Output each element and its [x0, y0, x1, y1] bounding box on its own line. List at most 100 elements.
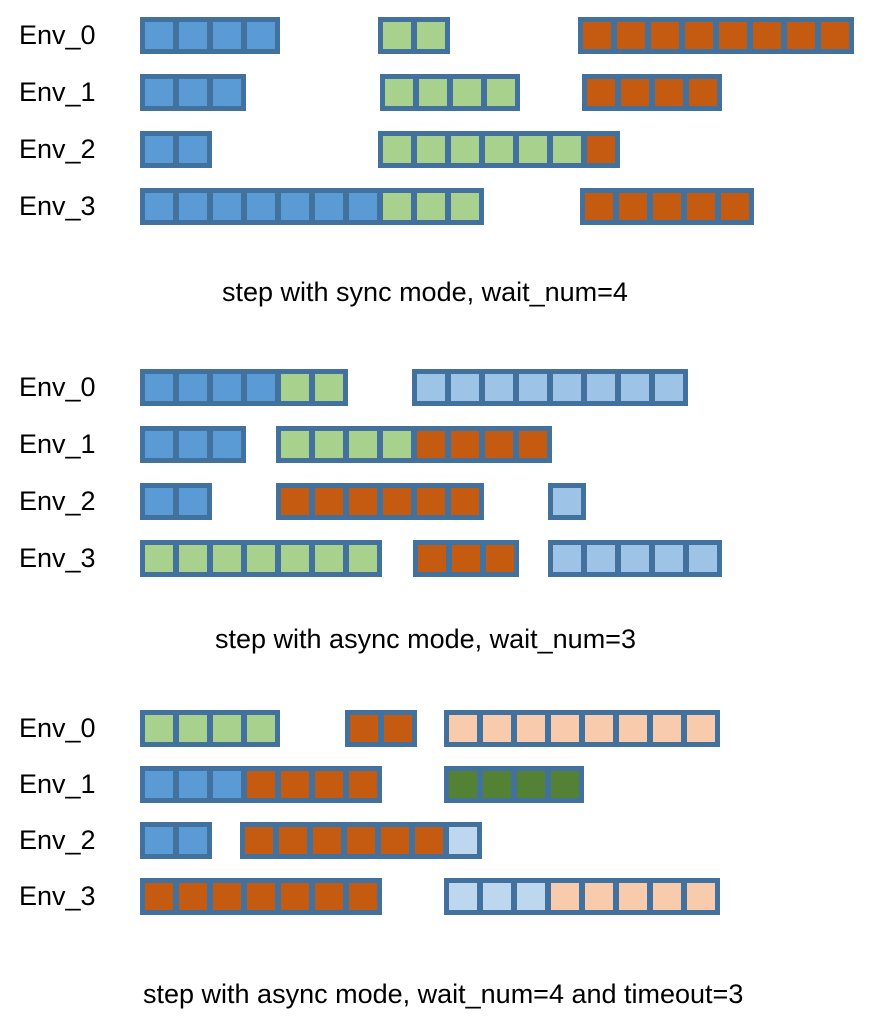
timeline-cell-orange — [587, 79, 615, 106]
timeline-cell-orange — [655, 79, 683, 106]
timeline-cell-peach — [653, 715, 681, 742]
timeline-cell-blue — [145, 193, 173, 220]
timeline-cell-orange — [145, 883, 173, 910]
timeline-bar — [548, 483, 586, 520]
timeline-cell-orange — [315, 883, 343, 910]
timeline-cell-green — [451, 193, 479, 220]
timeline-cell-orange — [417, 488, 445, 515]
timeline-cell-green — [383, 22, 411, 49]
timeline-cell-orange — [315, 488, 343, 515]
timeline-bar — [140, 131, 212, 168]
row-label-async-wait4-timeout3-env_1: Env_1 — [19, 769, 96, 799]
timeline-cell-darkgreen — [517, 771, 545, 798]
timeline-cell-blue — [315, 193, 343, 220]
timeline-bar — [578, 17, 854, 54]
timeline-cell-orange — [383, 488, 411, 515]
timeline-cell-orange — [417, 431, 445, 458]
row-label-async-wait4-timeout3-env_2: Env_2 — [19, 825, 96, 855]
timeline-cell-blue — [145, 374, 173, 401]
timeline-cell-peach — [551, 883, 579, 910]
timeline-cell-green — [213, 545, 241, 572]
timeline-cell-lightblue — [485, 374, 513, 401]
timeline-cell-orange — [787, 22, 815, 49]
timeline-bar — [140, 483, 212, 520]
timeline-cell-orange — [485, 431, 513, 458]
timeline-cell-blue — [213, 374, 241, 401]
row-label-async-wait4-timeout3-env_3: Env_3 — [19, 881, 96, 911]
timeline-cell-green — [247, 715, 275, 742]
timeline-cell-blue — [247, 22, 275, 49]
timeline-cell-orange — [619, 193, 647, 220]
timeline-cell-green — [451, 136, 479, 163]
timeline-cell-orange — [245, 827, 273, 854]
timeline-cell-green — [487, 79, 515, 106]
timeline-cell-orange — [213, 883, 241, 910]
timeline-cell-peach — [517, 715, 545, 742]
timeline-cell-peach — [653, 883, 681, 910]
timeline-cell-orange — [687, 193, 715, 220]
timeline-cell-paleblue — [449, 883, 477, 910]
timeline-cell-orange — [452, 545, 480, 572]
timeline-cell-orange — [418, 545, 446, 572]
timeline-cell-orange — [349, 883, 377, 910]
timeline-cell-blue — [179, 136, 207, 163]
timeline-bar — [140, 766, 382, 803]
timeline-cell-orange — [585, 193, 613, 220]
timeline-cell-orange — [617, 22, 645, 49]
timeline-cell-green — [315, 431, 343, 458]
timeline-bar — [413, 540, 519, 577]
timeline-cell-blue — [179, 771, 207, 798]
timeline-cell-blue — [213, 79, 241, 106]
timeline-cell-green — [145, 545, 173, 572]
timeline-cell-orange — [281, 488, 309, 515]
timeline-cell-lightblue — [553, 545, 581, 572]
timeline-cell-green — [383, 136, 411, 163]
timeline-bar — [412, 369, 688, 406]
timeline-cell-orange — [315, 771, 343, 798]
row-label-sync-wait4-env_3: Env_3 — [19, 191, 96, 221]
timeline-cell-blue — [145, 22, 173, 49]
timeline-bar — [140, 17, 280, 54]
timeline-cell-orange — [719, 22, 747, 49]
panel-caption-async-wait3: step with async mode, wait_num=3 — [215, 624, 636, 654]
timeline-bar — [378, 17, 450, 54]
timeline-cell-peach — [585, 715, 613, 742]
timeline-cell-green — [349, 431, 377, 458]
timeline-cell-green — [417, 22, 445, 49]
timeline-cell-green — [315, 545, 343, 572]
timeline-cell-orange — [621, 79, 649, 106]
timeline-cell-lightblue — [417, 374, 445, 401]
timeline-cell-blue — [213, 771, 241, 798]
timeline-cell-blue — [179, 193, 207, 220]
timeline-cell-blue — [179, 827, 207, 854]
row-label-async-wait4-timeout3-env_0: Env_0 — [19, 713, 96, 743]
timeline-cell-blue — [213, 193, 241, 220]
panel-caption-async-wait4-timeout3: step with async mode, wait_num=4 and tim… — [143, 979, 744, 1009]
timeline-cell-orange — [451, 431, 479, 458]
panel-caption-sync-wait4: step with sync mode, wait_num=4 — [222, 277, 628, 307]
timeline-bar — [140, 426, 246, 463]
timeline-cell-orange — [519, 431, 547, 458]
timeline-cell-peach — [585, 883, 613, 910]
timeline-cell-peach — [449, 715, 477, 742]
timeline-cell-blue — [179, 488, 207, 515]
timeline-cell-blue — [145, 431, 173, 458]
timeline-cell-orange — [689, 79, 717, 106]
timeline-cell-lightblue — [553, 374, 581, 401]
timeline-cell-orange — [451, 488, 479, 515]
row-label-async-wait3-env_3: Env_3 — [19, 543, 96, 573]
timeline-cell-green — [315, 374, 343, 401]
timeline-cell-darkgreen — [551, 771, 579, 798]
timeline-cell-green — [485, 136, 513, 163]
row-label-sync-wait4-env_0: Env_0 — [19, 20, 96, 50]
timeline-cell-blue — [145, 827, 173, 854]
timeline-cell-lightblue — [655, 374, 683, 401]
timeline-bar — [345, 710, 417, 747]
timeline-cell-green — [213, 715, 241, 742]
timeline-cell-blue — [349, 193, 377, 220]
timeline-cell-orange — [486, 545, 514, 572]
timeline-bar — [582, 74, 722, 111]
timeline-cell-blue — [145, 488, 173, 515]
